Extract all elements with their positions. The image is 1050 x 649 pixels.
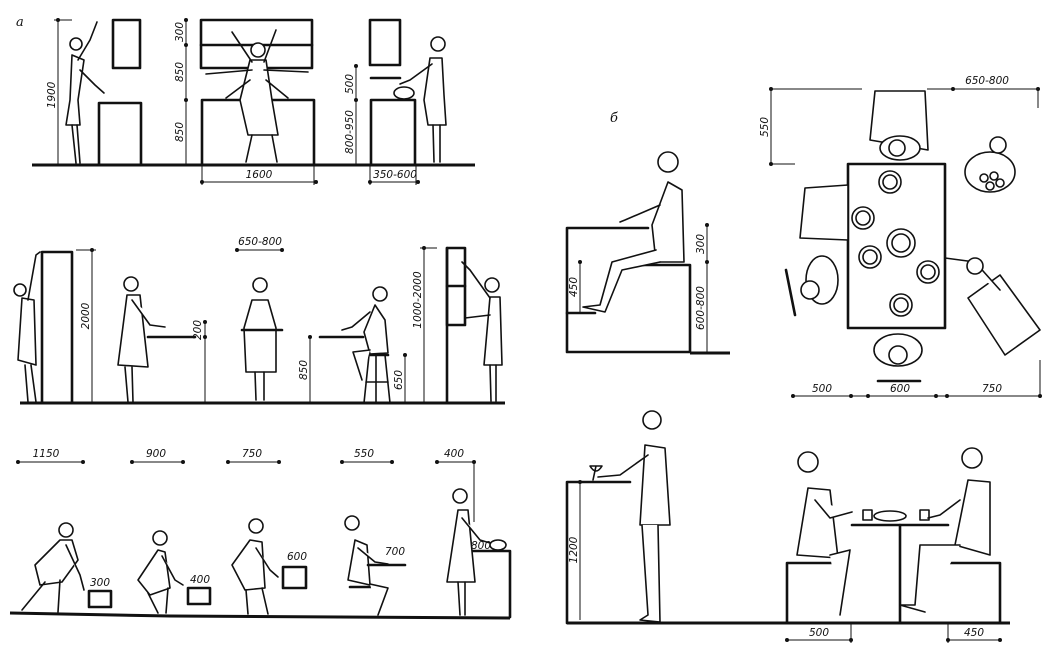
diners-plan <box>784 90 1041 383</box>
dim-height: 700 <box>385 546 405 558</box>
plates <box>851 170 940 317</box>
man-seated-cafe <box>899 447 991 613</box>
dim-stool-height: 650 <box>393 370 405 390</box>
dim-seat-to-table: 300 <box>695 234 707 254</box>
width-dimensions: 1150 900 750 550 400 <box>16 448 476 522</box>
dim-width: 550 <box>354 448 374 460</box>
work-counter <box>369 98 417 167</box>
bar-stool <box>363 353 391 404</box>
woman-carrying-figure <box>117 276 166 403</box>
dim-work-height: 800-950 <box>344 110 356 154</box>
dim-bottom: 750 <box>982 383 1002 395</box>
dim-bar-height: 1200 <box>568 536 580 563</box>
man-seated-figure <box>582 151 685 313</box>
crouching-figures <box>21 488 491 616</box>
woman-arm-range-figure <box>205 29 309 163</box>
dim-chair-depth: 550 <box>759 117 771 137</box>
upper-shelf <box>368 18 402 67</box>
dim-seat-right: 450 <box>964 627 984 639</box>
seated-counter-section: 450 300 600-800 <box>565 151 730 355</box>
dim-wall-gap: 850 <box>174 62 186 82</box>
dim-height: 400 <box>190 574 210 586</box>
dim-bottom: 500 <box>812 383 832 395</box>
counter <box>471 549 512 619</box>
dim-foot-rest: 450 <box>568 277 580 297</box>
dim-shelf-range: 1000-2000 <box>412 271 424 329</box>
woman-at-shelf-figure <box>461 261 503 402</box>
wine-glass <box>589 465 603 481</box>
dining-plan-view: 650-800 550 500 600 750 <box>759 75 1042 398</box>
dim-work-depth: 350-600 <box>373 169 417 181</box>
panel-a-label: а <box>16 15 24 30</box>
tall-cabinet <box>40 250 74 405</box>
woman-with-tray-figure <box>240 277 284 401</box>
dim-width: 400 <box>444 448 464 460</box>
row1-kitchen-elevations: 1900 300 850 850 1600 500 <box>32 18 475 185</box>
base-cabinet <box>97 101 143 167</box>
dim-aisle-width: 650-800 <box>238 236 282 248</box>
man-standing-figure <box>597 410 671 623</box>
box-low <box>186 586 212 606</box>
woman-seated-cafe <box>796 451 853 616</box>
woman-cooking-figure <box>399 36 447 163</box>
cafe-table-section: 500 450 <box>785 447 1002 643</box>
dim-tall-cabinet: 2000 <box>80 302 92 329</box>
bar-counter-section: 1200 <box>565 410 1010 625</box>
dining-table <box>846 162 947 330</box>
dim-seat-height: 600-800 <box>695 286 707 330</box>
dim-height: 600 <box>287 551 307 563</box>
row3-bending-postures: 1150 900 750 550 400 300 400 60 <box>9 448 512 620</box>
dim-spacing: 650-800 <box>965 75 1009 87</box>
dim-counter-width: 1600 <box>246 169 273 181</box>
dim-table-height: 850 <box>298 360 310 380</box>
dim-width: 900 <box>146 448 166 460</box>
dim-reach-height: 1900 <box>46 81 58 108</box>
dim-counter-height: 850 <box>174 122 186 142</box>
dim-tray-clearance: 200 <box>192 320 204 340</box>
woman-seated-figure <box>341 286 389 381</box>
dim-height: 800 <box>471 540 491 552</box>
dim-shelf-gap: 500 <box>344 74 356 94</box>
dim-width: 1150 <box>33 448 60 460</box>
dim-bottom: 600 <box>890 383 910 395</box>
fruit-bowl <box>873 510 907 522</box>
dim-height: 300 <box>90 577 110 589</box>
panel-b-label: б <box>610 111 618 126</box>
floor-line <box>9 611 511 620</box>
woman-reaching-figure <box>13 251 41 403</box>
box-low <box>87 589 113 609</box>
pot <box>489 539 507 551</box>
woman-reaching-figure <box>65 21 105 164</box>
pot <box>393 86 415 100</box>
row2-elevations: 2000 200 650-800 850 <box>13 236 505 405</box>
box-mid <box>281 565 308 590</box>
dim-upper-cabinet: 300 <box>174 22 186 42</box>
dim-width: 750 <box>242 448 262 460</box>
upper-cabinet <box>111 18 142 70</box>
dim-seat-left: 500 <box>809 627 829 639</box>
